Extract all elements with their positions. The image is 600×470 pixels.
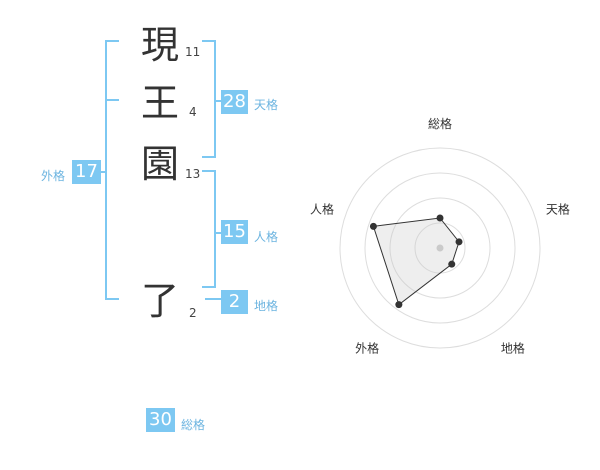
chi-bracket — [205, 298, 222, 300]
sou-kaku-label: 総格 — [181, 418, 206, 432]
ten-kaku-value: 28 — [221, 90, 248, 114]
radar-polygon — [372, 217, 460, 306]
jin-bracket-connector — [214, 232, 222, 234]
ten-kaku-label: 天格 — [254, 98, 279, 112]
radar-point — [455, 238, 463, 246]
radar-ring — [389, 197, 491, 299]
jin-kaku-label: 人格 — [254, 230, 279, 244]
ten-bracket — [202, 40, 216, 158]
name-char-3: 園 — [141, 142, 180, 186]
radar-ring — [339, 147, 541, 349]
stroke-count-2: 4 — [189, 105, 197, 119]
ten-bracket-connector — [214, 100, 222, 102]
chi-kaku-value: 2 — [221, 290, 248, 314]
radar-axis-label: 天格 — [546, 202, 570, 217]
name-char-1: 現 — [141, 23, 180, 67]
radar-center-dot — [436, 244, 444, 252]
outer-bracket — [105, 40, 119, 300]
radar-point — [448, 260, 456, 268]
radar-ring — [364, 172, 516, 324]
radar-axis-label: 外格 — [355, 340, 379, 355]
jin-bracket — [202, 170, 216, 288]
outer-bracket-connector — [100, 171, 107, 173]
radar-axis-label: 地格 — [501, 340, 525, 355]
stroke-count-4: 2 — [189, 306, 197, 320]
radar-point — [436, 214, 444, 222]
radar-point — [395, 301, 403, 309]
radar-point — [369, 222, 377, 230]
gai-kaku-label: 外格 — [41, 169, 66, 183]
name-char-2: 王 — [141, 81, 180, 125]
jin-kaku-value: 15 — [221, 220, 248, 244]
stroke-count-1: 11 — [185, 45, 201, 59]
gai-kaku-value: 17 — [72, 160, 101, 184]
radar-axis-label: 総格 — [428, 116, 452, 131]
outer-bracket-tick — [105, 99, 119, 101]
chi-kaku-label: 地格 — [254, 299, 279, 313]
radar-axis-label: 人格 — [310, 202, 334, 217]
stroke-count-3: 13 — [185, 167, 201, 181]
name-char-4: 了 — [141, 279, 180, 323]
sou-kaku-value: 30 — [146, 408, 175, 432]
